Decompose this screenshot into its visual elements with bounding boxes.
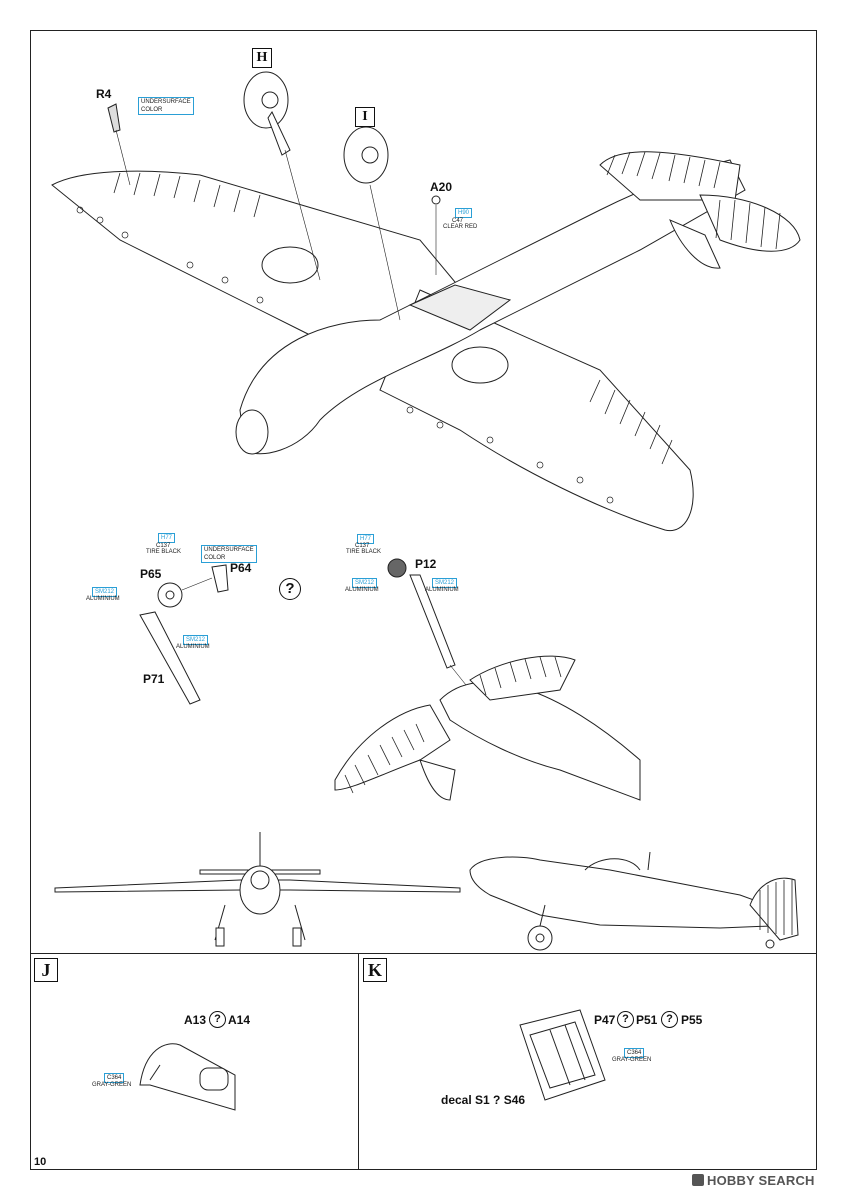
color-code-c47: C47 <box>452 218 464 224</box>
color-undersurface-top: UNDERSURFACE COLOR <box>138 97 194 115</box>
part-p64-shape <box>211 564 229 593</box>
part-box-i: I <box>355 107 375 127</box>
hobby-search-logo-icon <box>692 1174 704 1186</box>
color-name-gray-green-k: GRAY-GREEN <box>612 1057 652 1063</box>
step-box-k: K <box>363 958 387 982</box>
part-box-h: H <box>252 48 272 68</box>
color-code-c137-p12: C137 <box>355 543 370 549</box>
main-aircraft-right-wing <box>379 289 694 532</box>
main-aircraft-spinner <box>235 409 269 455</box>
color-name-gray-green-j: GRAY-GREEN <box>92 1082 132 1088</box>
color-name-aluminium-p12b: ALUMINIUM <box>425 587 459 593</box>
front-view-fuselage <box>239 865 281 915</box>
color-name-tire-black-p65: TIRE BLACK <box>146 549 182 555</box>
part-p65-shape <box>157 582 183 608</box>
question-mark-icon-k1: ? <box>617 1011 634 1028</box>
divider-vertical <box>358 953 359 1170</box>
question-mark-icon-j: ? <box>209 1011 226 1028</box>
side-view-wheel <box>527 925 553 951</box>
color-code-h77-p65: H77 <box>158 533 176 543</box>
label-r4: R4 <box>96 87 112 101</box>
part-a20-shape <box>431 195 441 205</box>
part-p12-shape <box>387 558 407 578</box>
label-p51: P51 <box>636 1013 658 1027</box>
watermark: HOBBY SEARCH <box>692 1173 815 1188</box>
label-p47: P47 <box>594 1013 616 1027</box>
label-p71: P71 <box>143 672 165 686</box>
side-view-fuselage <box>469 856 796 929</box>
color-undersurface-p64: UNDERSURFACE COLOR <box>201 545 257 563</box>
color-code-sm212-p71: SM212 <box>183 635 209 645</box>
question-mark-icon: ? <box>279 578 301 600</box>
divider-horizontal <box>30 953 817 954</box>
label-a14: A14 <box>228 1013 251 1027</box>
main-aircraft-radiator <box>408 284 512 331</box>
label-a13: A13 <box>184 1013 207 1027</box>
question-mark-icon-k2: ? <box>661 1011 678 1028</box>
color-name-tire-black-p12: TIRE BLACK <box>346 549 382 555</box>
color-code-c364-j: C364 <box>104 1073 125 1083</box>
label-p65: P65 <box>140 567 162 581</box>
instruction-sheet-frame <box>30 30 817 1170</box>
tail-view-right-stab <box>469 655 576 701</box>
label-p12: P12 <box>415 557 437 571</box>
color-code-sm212-p12a: SM212 <box>352 578 378 588</box>
main-aircraft-tailplane-right <box>699 194 801 252</box>
color-code-c364-k: C364 <box>624 1048 645 1058</box>
label-p64: P64 <box>230 561 252 575</box>
color-code-h77-p12: H77 <box>357 534 375 544</box>
color-code-h90: H90 <box>455 208 473 218</box>
page-number: 10 <box>34 1156 47 1168</box>
step-box-j: J <box>34 958 58 982</box>
tail-view-left-stab <box>334 704 451 791</box>
color-name-aluminium-p71: ALUMINIUM <box>176 644 210 650</box>
side-view-fin <box>749 877 799 941</box>
part-a13-shape <box>139 1043 236 1111</box>
wheel-h <box>243 71 289 129</box>
color-code-c137-p65: C137 <box>156 543 171 549</box>
part-p71-shape <box>139 611 201 705</box>
color-name-clear-red: CLEAR RED <box>443 224 478 230</box>
part-r4-shape <box>107 103 121 133</box>
color-name-aluminium-p12a: ALUMINIUM <box>345 587 379 593</box>
part-p47-shape <box>519 1009 606 1101</box>
tail-view-fuselage <box>439 681 641 801</box>
label-decal: decal S1 ? S46 <box>441 1093 526 1107</box>
label-p55: P55 <box>681 1013 703 1027</box>
wheel-i <box>343 126 389 184</box>
color-code-sm212-p12b: SM212 <box>432 578 458 588</box>
color-name-aluminium-p65: ALUMINIUM <box>86 596 120 602</box>
label-a20: A20 <box>430 180 453 194</box>
color-code-sm212-p65: SM212 <box>92 587 118 597</box>
main-aircraft-fin <box>669 219 721 269</box>
